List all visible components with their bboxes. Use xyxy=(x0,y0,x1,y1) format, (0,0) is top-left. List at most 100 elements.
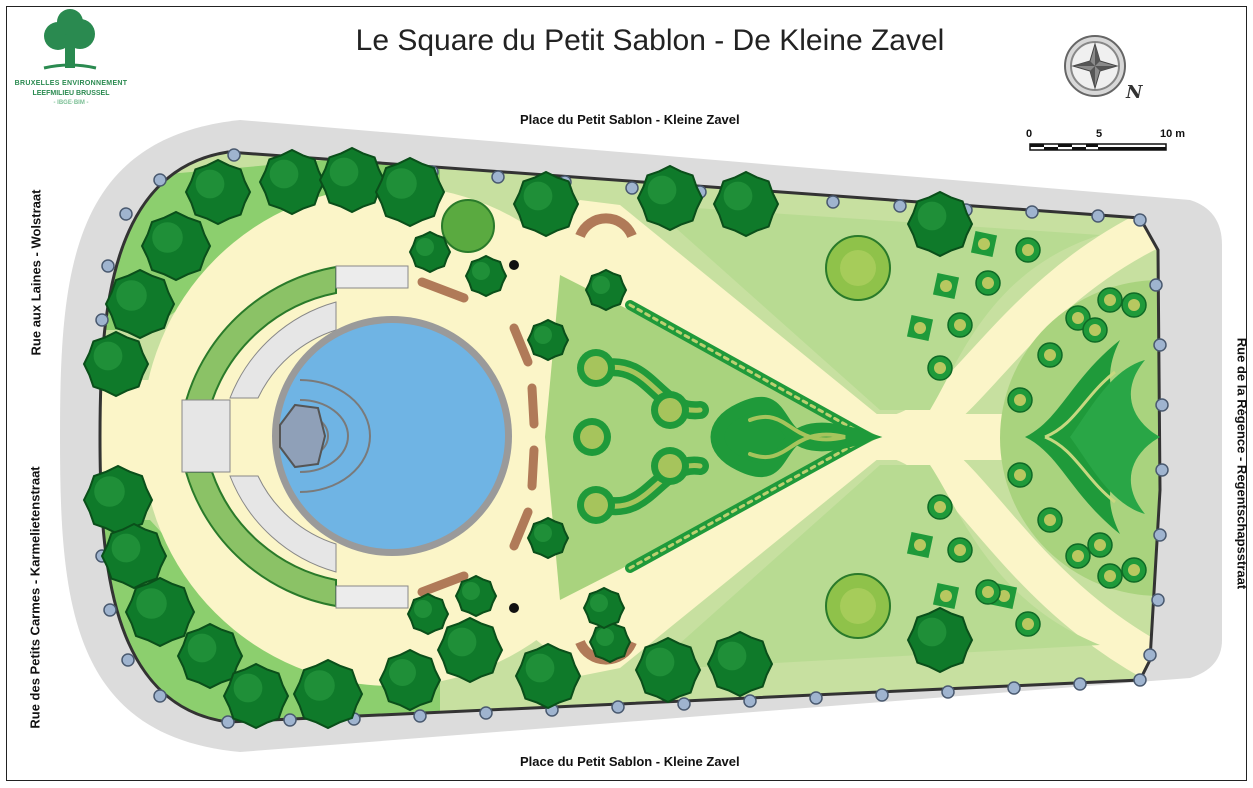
tree xyxy=(512,170,580,238)
tree xyxy=(454,574,498,618)
bench xyxy=(417,277,469,303)
steps xyxy=(229,301,337,399)
fence-post xyxy=(1133,673,1147,687)
street-label-left-lower: Rue des Petits Carmes - Karmelietenstraa… xyxy=(27,466,43,729)
street-label-left-upper: Rue aux Laines - Wolstraat xyxy=(28,189,44,356)
shrub-center xyxy=(954,319,966,331)
large-shrub xyxy=(441,199,495,253)
fence-post xyxy=(611,700,625,714)
street-label-right: Rue de la Régence - Regentschapsstraat xyxy=(1234,337,1250,590)
fence-post xyxy=(826,195,840,209)
boxwood-center xyxy=(940,590,952,602)
shrub-center xyxy=(934,501,946,513)
fence-post xyxy=(1143,648,1157,662)
bench xyxy=(417,571,469,597)
tree xyxy=(318,146,386,214)
shrub-center xyxy=(954,544,966,556)
boxwood-center xyxy=(914,539,926,551)
fence-post xyxy=(1153,528,1167,542)
scale-label-0: 0 xyxy=(1026,128,1033,140)
street-label-bottom: Place du Petit Sablon - Kleine Zavel xyxy=(520,754,740,769)
bench xyxy=(527,383,539,429)
steps xyxy=(229,475,337,573)
fence-post xyxy=(283,713,297,727)
bench xyxy=(527,445,539,491)
tree xyxy=(104,268,176,340)
shrub-center xyxy=(1094,539,1106,551)
shrub-center xyxy=(1044,349,1056,361)
tree xyxy=(712,170,780,238)
fence-post xyxy=(1091,209,1105,223)
fence-post xyxy=(1133,213,1147,227)
tree xyxy=(584,268,628,312)
fence-post xyxy=(625,181,639,195)
scale-label-5: 5 xyxy=(1096,128,1103,140)
fence-post xyxy=(221,715,235,729)
logo-line-1: BRUXELLES ENVIRONNEMENT xyxy=(14,80,128,87)
shrub-center xyxy=(934,362,946,374)
fountain-basin xyxy=(299,399,349,473)
lawn xyxy=(650,465,1100,670)
tree xyxy=(906,606,974,674)
parterre-circle-center xyxy=(580,425,604,449)
tree xyxy=(588,620,632,664)
tree xyxy=(706,630,774,698)
parterre-circle-center xyxy=(584,493,608,517)
fence-post xyxy=(119,207,133,221)
shrub-center xyxy=(1128,299,1140,311)
parterre-circles xyxy=(573,349,689,524)
tree xyxy=(184,158,252,226)
fence-post xyxy=(743,694,757,708)
fence-post xyxy=(1025,205,1039,219)
tree xyxy=(526,516,570,560)
shrub-center xyxy=(982,277,994,289)
scale-bar xyxy=(1029,143,1167,151)
tree xyxy=(636,164,704,232)
fence-post xyxy=(875,688,889,702)
shrub-center xyxy=(1072,550,1084,562)
map-title: Le Square du Petit Sablon - De Kleine Za… xyxy=(355,24,945,57)
fence-post xyxy=(941,685,955,699)
tree xyxy=(82,330,150,398)
street-label-top: Place du Petit Sablon - Kleine Zavel xyxy=(520,112,740,127)
map-frame xyxy=(6,6,1247,781)
tree xyxy=(222,662,290,730)
fence-post xyxy=(101,259,115,273)
parterre-circle-center xyxy=(658,454,682,478)
fence-post xyxy=(1153,338,1167,352)
shrub-center xyxy=(1089,324,1101,336)
tree xyxy=(124,576,196,648)
lamp-post xyxy=(509,260,519,270)
fence-post xyxy=(1155,463,1169,477)
shrub-center xyxy=(1022,618,1034,630)
fountain-monument xyxy=(279,403,327,469)
tree xyxy=(906,190,974,258)
fence-post xyxy=(1073,677,1087,691)
shrub-center xyxy=(1014,394,1026,406)
tree xyxy=(176,622,244,690)
fence-post xyxy=(1149,278,1163,292)
fence-post xyxy=(103,603,117,617)
fence-post xyxy=(809,691,823,705)
steps xyxy=(335,585,409,609)
fence-post xyxy=(227,148,241,162)
fountain-basin xyxy=(299,379,371,493)
boxwood-center xyxy=(998,590,1010,602)
tree xyxy=(140,210,212,282)
shrub-center xyxy=(982,586,994,598)
fence-post xyxy=(491,170,505,184)
logo-line-3: - IBGE·BIM - xyxy=(53,100,89,106)
compass-rose-icon xyxy=(1064,35,1126,97)
shrub-center xyxy=(1128,564,1140,576)
fence-post xyxy=(1151,593,1165,607)
benches xyxy=(417,213,637,665)
boxwood-center xyxy=(940,280,952,292)
steps xyxy=(181,399,231,473)
tree-icon xyxy=(43,9,97,70)
tree xyxy=(100,522,168,590)
boxwood-center xyxy=(914,322,926,334)
bench xyxy=(509,507,533,551)
boxwood-center xyxy=(978,238,990,250)
parterre-circle-center xyxy=(584,356,608,380)
